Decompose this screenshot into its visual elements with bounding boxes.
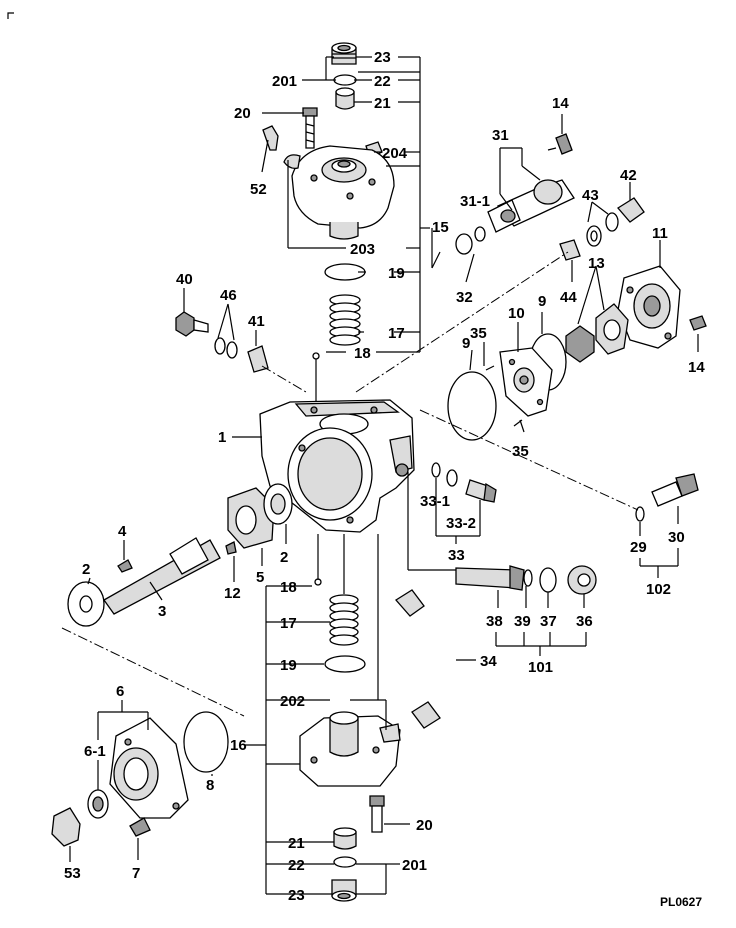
callout-3: 3 (158, 603, 166, 620)
callout-102: 102 (646, 581, 671, 598)
callout-35-top: 35 (470, 325, 487, 342)
callout-36: 36 (576, 613, 593, 630)
callout-21-top: 21 (374, 95, 391, 112)
callout-11: 11 (652, 225, 668, 242)
callout-15: 15 (432, 219, 449, 236)
callout-34: 34 (480, 653, 497, 670)
callout-35-bottom: 35 (512, 443, 529, 460)
callout-38: 38 (486, 613, 503, 630)
callout-46: 46 (220, 287, 237, 304)
callout-10: 10 (508, 305, 525, 322)
callout-12: 12 (224, 585, 241, 602)
callout-202: 202 (280, 693, 305, 710)
fitting-40-group (175, 311, 269, 373)
callout-39: 39 (514, 613, 531, 630)
leader-lines (69, 56, 699, 895)
callout-23-bottom: 23 (288, 887, 305, 904)
corner-mark (7, 12, 14, 19)
alignment-lines (61, 251, 639, 717)
callout-16: 16 (230, 737, 247, 754)
callout-17-top: 17 (388, 325, 405, 342)
callout-13: 13 (588, 255, 605, 272)
sensor-30-group (635, 473, 699, 522)
callout-33: 33 (448, 547, 465, 564)
pipe-34 (395, 589, 456, 729)
drawing-code: PL0627 (660, 895, 702, 909)
callout-7: 7 (132, 865, 140, 882)
callout-5: 5 (256, 569, 264, 586)
spring-17-upper (329, 294, 361, 346)
callout-20-bottom: 20 (416, 817, 433, 834)
callout-52: 52 (250, 181, 267, 198)
shaft-group (67, 483, 293, 627)
pump-housing (259, 399, 415, 533)
callout-22-bottom: 22 (288, 857, 305, 874)
callout-9-left: 9 (462, 335, 470, 352)
callout-8: 8 (206, 777, 214, 794)
callout-40: 40 (176, 271, 193, 288)
callout-33-2: 33-2 (446, 515, 476, 532)
lower-cover-group (299, 578, 401, 902)
callout-14-right: 14 (688, 359, 705, 376)
callout-30: 30 (668, 529, 685, 546)
flange-6-group (51, 711, 229, 847)
callout-20-top: 20 (234, 105, 251, 122)
upper-cover-group (262, 42, 395, 410)
callout-18-top: 18 (354, 345, 371, 362)
callout-6: 6 (116, 683, 124, 700)
valve-101-group (455, 565, 597, 595)
callout-53: 53 (64, 865, 81, 882)
fitting-33-group (431, 462, 497, 503)
callout-101: 101 (528, 659, 553, 676)
callout-17-bottom: 17 (280, 615, 297, 632)
callout-31-1: 31-1 (460, 193, 490, 210)
callout-1: 1 (218, 429, 226, 446)
callout-14-top: 14 (552, 95, 569, 112)
valve-31-group (455, 133, 575, 255)
callout-31: 31 (492, 127, 509, 144)
callout-42: 42 (620, 167, 637, 184)
spring-17-lower (329, 594, 359, 646)
callout-2-right: 2 (280, 549, 288, 566)
callout-6-1: 6-1 (84, 743, 106, 760)
callout-44: 44 (560, 289, 577, 306)
callout-4: 4 (118, 523, 127, 540)
callout-37: 37 (540, 613, 557, 630)
callout-32: 32 (456, 289, 473, 306)
callout-22-top: 22 (374, 73, 391, 90)
callout-43: 43 (582, 187, 599, 204)
callout-labels: 23 201 22 20 21 14 31 204 52 31-1 42 43 … (64, 49, 705, 909)
callout-204: 204 (382, 145, 408, 162)
drive-cover-group (447, 265, 707, 441)
callout-41: 41 (248, 313, 265, 330)
callout-21-bottom: 21 (288, 835, 305, 852)
callout-201-bottom: 201 (402, 857, 427, 874)
callout-19-bottom: 19 (280, 657, 297, 674)
callout-9-right: 9 (538, 293, 546, 310)
callout-201-top: 201 (272, 73, 297, 90)
callout-18-bottom: 18 (280, 579, 297, 596)
callout-19-top: 19 (388, 265, 405, 282)
callout-203: 203 (350, 241, 375, 258)
callout-29: 29 (630, 539, 647, 556)
callout-2-left: 2 (82, 561, 90, 578)
callout-33-1: 33-1 (420, 493, 450, 510)
fitting-42-group (559, 197, 645, 261)
callout-23-top: 23 (374, 49, 391, 66)
